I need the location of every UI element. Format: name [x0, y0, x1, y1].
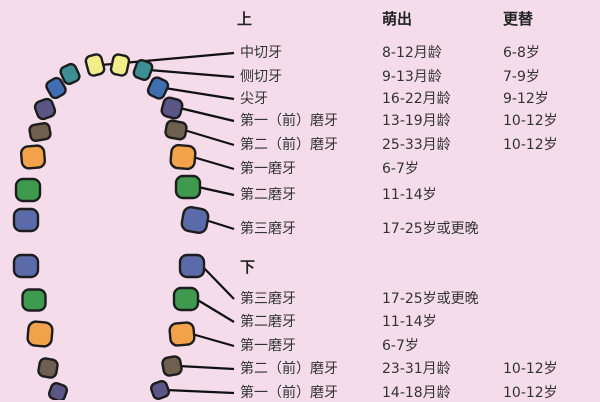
- lower-header: 下: [240, 258, 256, 276]
- upper-leader-line-2: [164, 86, 235, 101]
- lower-second-premolar-tooth-7: [161, 355, 183, 377]
- lower-row-0-name: 第三磨牙: [240, 291, 296, 307]
- upper-row-3-name: 第一（前）磨牙: [240, 113, 338, 129]
- upper-third-molar-tooth-15: [180, 206, 210, 234]
- upper-row-4-erupt: 25-33月龄: [382, 137, 451, 153]
- lower-first-premolar-tooth-9: [149, 379, 171, 400]
- upper-second-premolar-tooth-9: [164, 119, 188, 141]
- lower-second-molar-tooth-2: [21, 288, 47, 312]
- lower-row-4-shed: 10-12岁: [503, 385, 558, 401]
- lower-leader-line-1: [195, 298, 235, 323]
- lower-leader-line-2: [191, 332, 235, 348]
- lower-row-3-name: 第二（前）磨牙: [240, 361, 338, 377]
- upper-leader-line-6: [197, 185, 235, 197]
- upper-row-1-erupt: 9-13月龄: [382, 69, 442, 85]
- lower-row-4-erupt: 14-18月龄: [382, 385, 451, 401]
- upper-row-1-shed: 7-9岁: [503, 69, 540, 85]
- lower-leader-line-0: [201, 265, 235, 300]
- upper-leader-line-1: [148, 68, 235, 79]
- lower-row-1-erupt: 11-14岁: [382, 314, 437, 330]
- upper-row-0-name: 中切牙: [240, 45, 282, 61]
- upper-header: 上: [237, 10, 253, 28]
- upper-second-premolar-tooth-8: [28, 121, 52, 143]
- upper-incisor-central-tooth-0: [84, 53, 106, 77]
- upper-leader-line-7: [205, 218, 235, 231]
- upper-row-2-name: 尖牙: [240, 91, 268, 107]
- upper-row-0-erupt: 8-12月龄: [382, 45, 442, 61]
- upper-incisor-lateral-tooth-2: [59, 62, 81, 86]
- upper-incisor-central-tooth-1: [109, 53, 131, 77]
- upper-row-3-erupt: 13-19月龄: [382, 113, 451, 129]
- upper-first-molar-tooth-11: [169, 143, 197, 171]
- upper-third-molar-tooth-14: [12, 207, 40, 233]
- lower-first-premolar-tooth-8: [47, 381, 69, 400]
- upper-row-0-shed: 6-8岁: [503, 45, 540, 61]
- lower-row-2-name: 第一磨牙: [240, 338, 296, 354]
- upper-leader-line-4: [183, 128, 235, 147]
- lower-leader-line-3: [178, 364, 235, 371]
- lower-third-molar-tooth-0: [12, 253, 40, 279]
- upper-row-4-name: 第二（前）磨牙: [240, 137, 338, 153]
- upper-row-1-name: 侧切牙: [240, 69, 282, 85]
- upper-incisor-lateral-tooth-3: [132, 59, 154, 81]
- upper-second-molar-tooth-13: [174, 174, 202, 200]
- upper-first-premolar-tooth-6: [33, 97, 57, 121]
- upper-row-6-erupt: 11-14岁: [382, 187, 437, 203]
- upper-row-2-erupt: 16-22月龄: [382, 91, 451, 107]
- lower-row-3-erupt: 23-31月龄: [382, 361, 451, 377]
- upper-row-5-name: 第一磨牙: [240, 161, 296, 177]
- lower-row-4-name: 第一（前）磨牙: [240, 385, 338, 401]
- upper-canine-tooth-4: [45, 76, 67, 100]
- upper-row-7-name: 第三磨牙: [240, 221, 296, 237]
- lower-second-molar-tooth-3: [172, 286, 200, 312]
- upper-row-6-name: 第二磨牙: [240, 187, 296, 203]
- lower-row-1-name: 第二磨牙: [240, 314, 296, 330]
- lower-third-molar-tooth-1: [178, 253, 206, 279]
- upper-row-3-shed: 10-12岁: [503, 113, 558, 129]
- upper-row-4-shed: 10-12岁: [503, 137, 558, 153]
- upper-first-premolar-tooth-7: [160, 96, 184, 120]
- upper-first-molar-tooth-10: [19, 144, 47, 170]
- shed-column-header: 更替: [503, 10, 534, 28]
- upper-leader-line-3: [179, 106, 235, 123]
- lower-leader-line-4: [165, 388, 235, 395]
- upper-row-5-erupt: 6-7岁: [382, 161, 419, 177]
- upper-second-molar-tooth-12: [14, 177, 42, 203]
- upper-leader-line-5: [192, 155, 235, 171]
- erupt-column-header: 萌出: [382, 10, 413, 28]
- upper-row-7-erupt: 17-25岁或更晚: [382, 221, 479, 237]
- lower-row-3-shed: 10-12岁: [503, 361, 558, 377]
- lower-first-molar-tooth-4: [26, 320, 54, 348]
- lower-row-0-erupt: 17-25岁或更晚: [382, 291, 479, 307]
- lower-second-premolar-tooth-6: [37, 357, 59, 379]
- upper-canine-tooth-5: [146, 76, 170, 100]
- lower-first-molar-tooth-5: [168, 321, 196, 347]
- upper-row-2-shed: 9-12岁: [503, 91, 549, 107]
- lower-row-2-erupt: 6-7岁: [382, 338, 419, 354]
